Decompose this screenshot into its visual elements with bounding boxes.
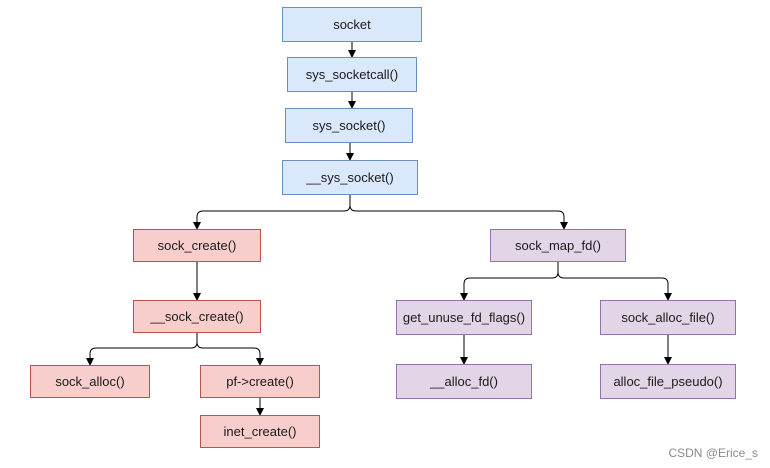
node-__alloc-fd: __alloc_fd() <box>396 364 532 399</box>
node-alloc-file-pseudo: alloc_file_pseudo() <box>600 364 736 399</box>
node-label: sock_create() <box>157 238 237 253</box>
node-label: sys_socketcall() <box>305 67 399 82</box>
node-label: inet_create() <box>223 424 297 439</box>
edge-__sock_create-to-sock_alloc <box>86 333 198 366</box>
node-label: alloc_file_pseudo() <box>613 374 723 389</box>
node-label: sock_alloc() <box>55 374 125 389</box>
node-label: sock_map_fd() <box>515 238 601 253</box>
node-socket: socket <box>282 7 422 42</box>
watermark-text: CSDN @Erice_s <box>668 446 758 460</box>
edge-sock_map_fd-to-get_unuse_fd_flags <box>460 262 559 301</box>
node-sock-alloc-file: sock_alloc_file() <box>600 300 736 335</box>
edge-__sys_socket-to-sock_create <box>193 195 351 230</box>
node-label: socket <box>333 17 371 32</box>
node-__sock-create: __sock_create() <box>133 300 261 333</box>
edge-__sys_socket-to-sock_map_fd <box>349 195 568 230</box>
node-label: sys_socket() <box>312 118 386 133</box>
node-label: pf->create() <box>226 374 294 389</box>
edge-__sock_create-to-pf_create <box>196 333 264 366</box>
node-label: get_unuse_fd_flags() <box>402 310 526 325</box>
node-sock-create: sock_create() <box>133 229 261 262</box>
node-sys-socketcall: sys_socketcall() <box>287 57 417 92</box>
node-label: __alloc_fd() <box>430 374 498 389</box>
node-sock-map-fd: sock_map_fd() <box>490 229 626 262</box>
node-__sys-socket: __sys_socket() <box>282 160 418 195</box>
node-label: __sys_socket() <box>306 170 394 185</box>
node-label: __sock_create() <box>150 309 244 324</box>
node-pf-create: pf->create() <box>200 365 320 398</box>
node-get-unuse-fd-flags: get_unuse_fd_flags() <box>396 300 532 335</box>
node-label: sock_alloc_file() <box>621 310 715 325</box>
node-inet-create: inet_create() <box>200 415 320 448</box>
node-sys-socket: sys_socket() <box>285 108 413 143</box>
edge-sock_map_fd-to-sock_alloc_file <box>557 262 672 301</box>
node-sock-alloc: sock_alloc() <box>30 365 150 398</box>
